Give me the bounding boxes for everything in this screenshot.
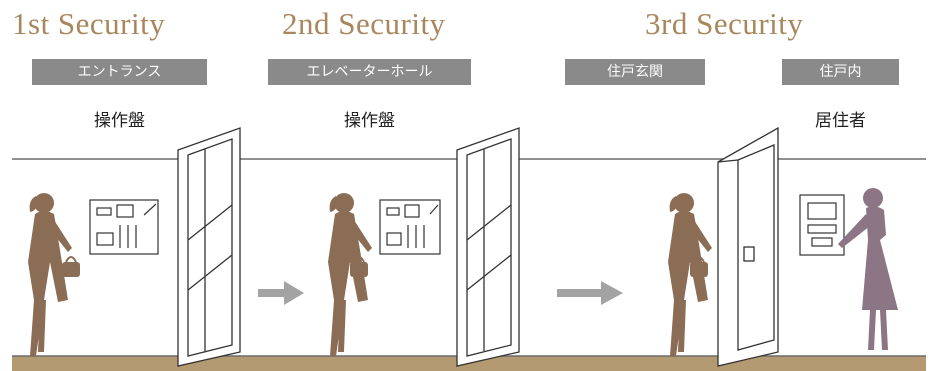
- stage-3-title: 3rd Security: [645, 6, 804, 41]
- person-icon-3: [668, 193, 712, 356]
- stage-2-title: 2nd Security: [282, 6, 446, 41]
- resident-icon: [838, 188, 898, 350]
- stage-1-caption: 操作盤: [94, 111, 145, 131]
- stage-3-tag-indoor: 住戸内: [782, 59, 899, 85]
- arrow-icon-2: [557, 281, 623, 305]
- stage-3-tag-entrance: 住戸玄関: [565, 59, 705, 85]
- stage-2-caption: 操作盤: [344, 111, 395, 131]
- arrow-icon-1: [258, 281, 304, 305]
- door-icon-2: [456, 127, 520, 367]
- door-icon-1: [177, 127, 241, 367]
- person-icon-2: [328, 193, 372, 356]
- person-icon-1: [28, 193, 80, 356]
- intercom-panel-icon-2: [379, 199, 441, 255]
- intercom-panel-icon-1: [89, 199, 159, 255]
- front-door-icon: [717, 126, 779, 367]
- stage-1-title: 1st Security: [12, 6, 166, 41]
- stage-1-tag: エントランス: [32, 59, 207, 85]
- stage-3-caption-resident: 居住者: [815, 111, 866, 131]
- stage-2-tag: エレベーターホール: [268, 59, 471, 85]
- room-monitor-icon: [799, 194, 845, 256]
